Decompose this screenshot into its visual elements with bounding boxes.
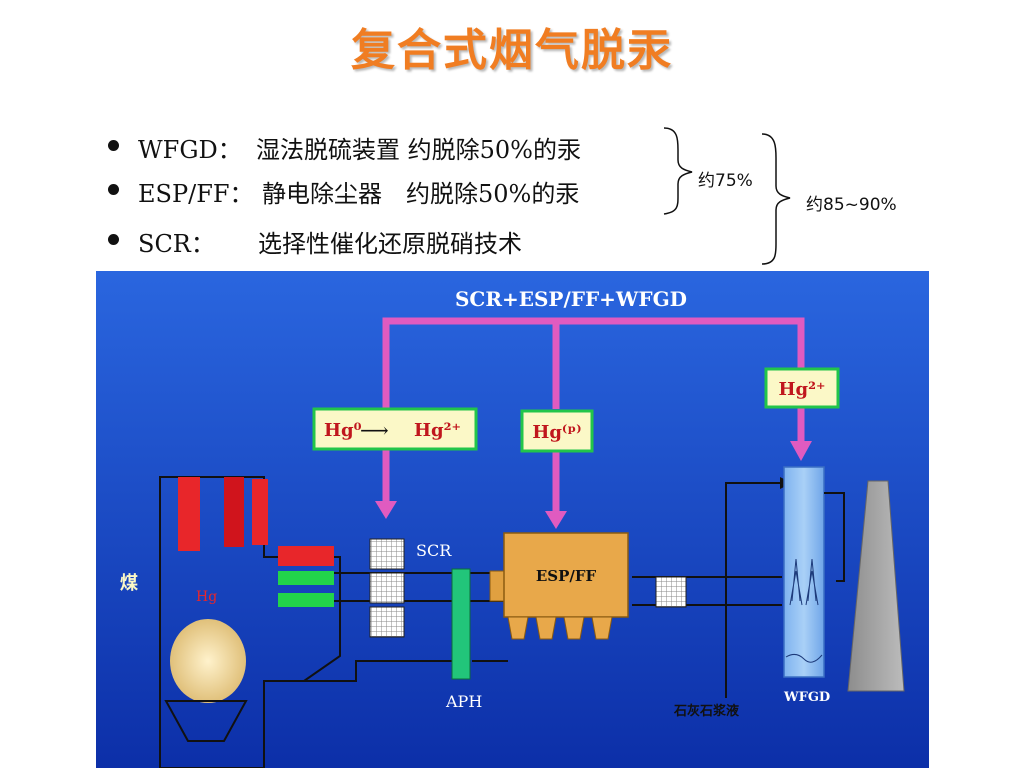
bullet-desc: 静电除尘器 约脱除50%的汞 — [262, 180, 580, 208]
bullet-desc: 选择性催化还原脱硝技术 — [258, 230, 522, 258]
bullet-dot — [108, 184, 119, 195]
spray-nozzles — [785, 558, 823, 663]
label-hg0: Hg⁰ — [324, 420, 362, 441]
label-hg-particulate: Hg⁽ᵖ⁾ — [532, 422, 581, 443]
bullet-label: ESP/FF： — [138, 180, 254, 208]
bullet-label: SCR： — [138, 230, 215, 258]
economizer-red — [278, 546, 334, 566]
coal-fire-ball — [170, 619, 246, 703]
arrow-to-esp — [545, 511, 567, 529]
flue-gas-duct — [264, 572, 782, 682]
limestone-label: 石灰石浆液 — [673, 703, 739, 719]
scr-label: SCR — [416, 541, 452, 560]
limestone-feed-line — [725, 482, 782, 698]
note-combined-all: 约85~90% — [806, 195, 897, 215]
chimney-stack — [847, 480, 905, 692]
scr-reactor — [369, 538, 405, 638]
esp-unit — [489, 532, 629, 640]
wfgd-outlet-duct — [824, 492, 845, 582]
brace-large — [761, 133, 791, 265]
arrow-to-scr — [375, 501, 397, 519]
label-box-wfgd — [764, 367, 840, 409]
boiler-heater-panel — [224, 477, 244, 547]
boiler-heater-panel — [252, 479, 268, 545]
arrow-to-wfgd — [790, 441, 812, 461]
economizer-green — [278, 593, 334, 607]
wfgd-label: WFGD — [783, 690, 830, 705]
label-hg2plus-scr: Hg²⁺ — [414, 420, 461, 441]
process-diagram: SCR+ESP/FF+WFGD Hg⁰ ⟶ Hg²⁺ Hg⁽ᵖ⁾ Hg²⁺ 煤 … — [96, 271, 929, 768]
braces-overlay — [663, 127, 791, 265]
air-preheater — [451, 568, 471, 680]
coal-label: 煤 — [120, 572, 138, 594]
gas-heater-block — [655, 576, 687, 608]
boiler-heater-panel — [178, 477, 200, 551]
boiler-hopper — [164, 700, 248, 742]
pink-arrowheads — [375, 441, 812, 529]
label-hg2plus-wfgd: Hg²⁺ — [779, 379, 826, 400]
page-title: 复合式烟气脱汞 — [351, 25, 673, 76]
boiler-hg-label: Hg — [196, 589, 217, 605]
aph-label: APH — [445, 692, 482, 711]
banner-label: SCR+ESP/FF+WFGD — [455, 287, 687, 311]
label-box-esp — [520, 409, 594, 453]
esp-label: ESP/FF — [536, 567, 597, 585]
bullet-desc: 湿法脱硫装置 约脱除50%的汞 — [256, 136, 581, 164]
wfgd-tower — [783, 466, 845, 678]
note-combined-two: 约75% — [698, 171, 753, 191]
brace-small — [663, 127, 693, 215]
boiler — [159, 476, 341, 768]
bullet-dot — [108, 140, 119, 151]
label-box-scr-conversion — [312, 407, 478, 451]
conversion-arrow: ⟶ — [360, 418, 389, 442]
bullet-dot — [108, 234, 119, 245]
economizer-green — [278, 571, 334, 585]
bullet-label: WFGD： — [138, 136, 242, 164]
